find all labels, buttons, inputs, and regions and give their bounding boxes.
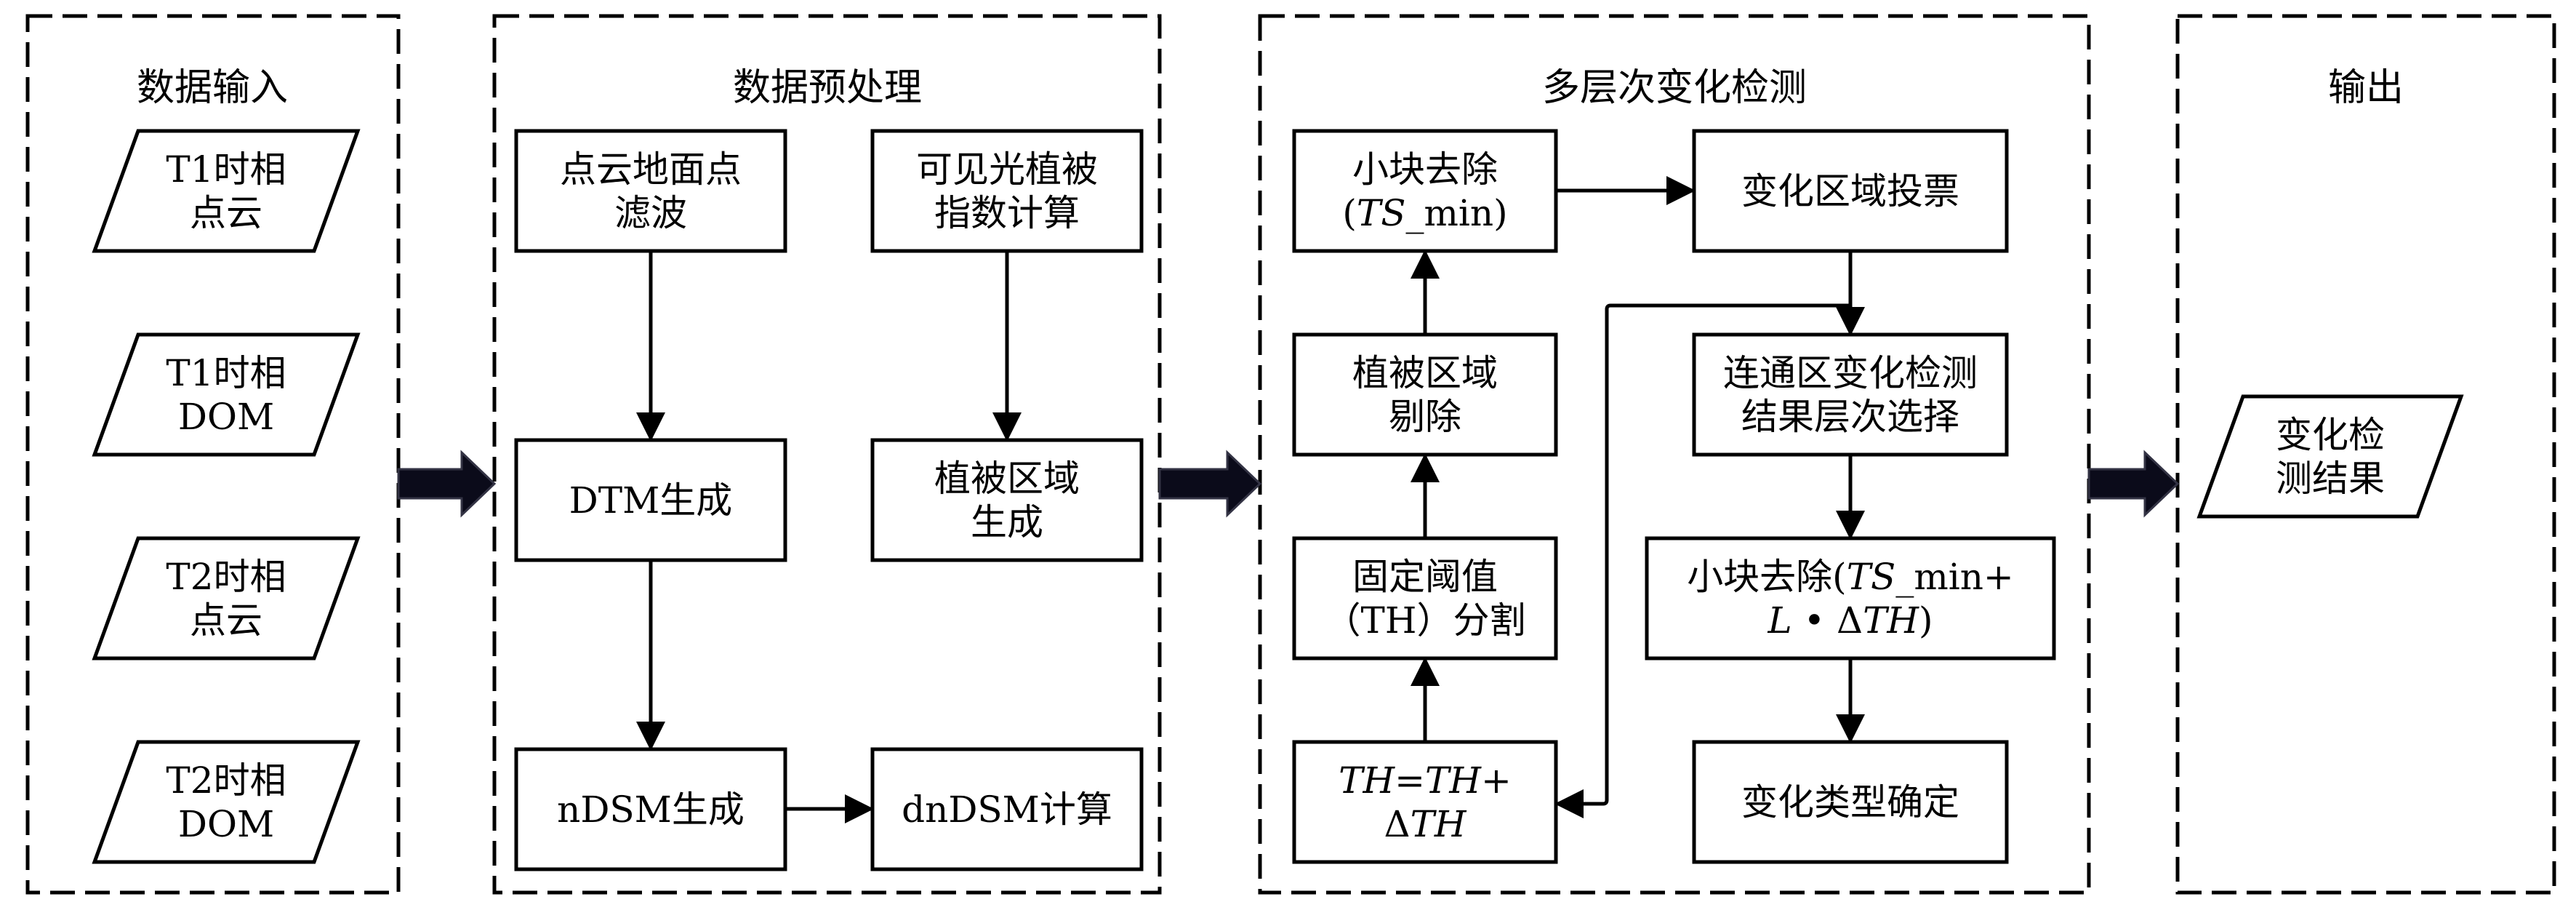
node-threshold: 固定阈值 （TH）分割 <box>1292 536 1558 660</box>
node-small-remove-2: 小块去除(TS_min+ L • ΔTH) <box>1645 536 2056 660</box>
output-change-result-line2: 测结果 <box>2276 458 2385 500</box>
node-conn-select: 连通区变化检测 结果层次选择 <box>1692 332 2009 457</box>
node-th-update-delta: Δ <box>1384 803 1410 845</box>
node-small-remove-line1: 小块去除 <box>1352 148 1498 191</box>
node-veg-index-line2: 指数计算 <box>934 192 1080 234</box>
node-th-update-eq: = <box>1395 759 1425 802</box>
node-dndsm-label: dnDSM计算 <box>902 789 1112 831</box>
node-threshold-line2: （TH）分割 <box>1325 599 1526 642</box>
input-t1-point-cloud-line2: 点云 <box>190 192 262 234</box>
node-th-update-th2: TH <box>1425 759 1482 802</box>
input-t2-dom-line2: DOM <box>178 803 274 845</box>
node-vote-label: 变化区域投票 <box>1741 170 1959 212</box>
node-small-remove-open: ( <box>1342 192 1357 234</box>
node-th-update-line2: ΔTH <box>1384 803 1466 845</box>
input-t1-point-cloud-line1: T1时相 <box>166 148 286 191</box>
node-vote: 变化区域投票 <box>1692 129 2009 253</box>
stage-input: 数据输入 <box>25 14 401 895</box>
node-veg-remove-line2: 剔除 <box>1389 396 1461 438</box>
node-th-update-th3: TH <box>1411 803 1467 845</box>
node-conn-select-line2: 结果层次选择 <box>1741 396 1959 438</box>
node-type-confirm: 变化类型确定 <box>1692 740 2009 864</box>
node-veg-remove-line1: 植被区域 <box>1352 352 1498 394</box>
stage-detect-title: 多层次变化检测 <box>1542 66 1807 110</box>
stage-output: 输出 <box>2175 14 2556 895</box>
node-th-update-plus: + <box>1481 759 1512 802</box>
stage-preprocess-title: 数据预处理 <box>733 66 922 110</box>
node-veg-index: 可见光植被 指数计算 <box>870 129 1144 253</box>
node-veg-region: 植被区域 生成 <box>870 438 1144 562</box>
node-dtm-label: DTM生成 <box>569 479 733 522</box>
node-small-remove-2-mid: • Δ <box>1792 599 1863 642</box>
node-veg-region-line2: 生成 <box>971 501 1043 543</box>
stage-detect: 多层次变化检测 <box>1258 14 2091 895</box>
input-t1-dom-line1: T1时相 <box>166 352 286 394</box>
node-veg-region-line1: 植被区域 <box>934 458 1080 500</box>
stage-preprocess: 数据预处理 <box>492 14 1162 895</box>
node-ground-filter-line1: 点云地面点 <box>560 148 742 191</box>
node-small-remove: 小块去除 (TS_min) <box>1292 129 1558 253</box>
edge-feedback-loop <box>1554 303 1850 818</box>
input-t2-dom-line1: T2时相 <box>166 759 286 802</box>
node-th-update-line1: TH=TH+ <box>1339 759 1512 802</box>
node-small-remove-2-a: 小块去除( <box>1687 556 1847 598</box>
node-ground-filter: 点云地面点 滤波 <box>514 129 787 253</box>
input-t2-point-cloud-line1: T2时相 <box>166 556 286 598</box>
node-small-remove-2-b: _min+ <box>1895 556 2014 598</box>
stage-arrow-3 <box>2087 450 2180 518</box>
output-change-result-line1: 变化检 <box>2276 414 2385 456</box>
node-ndsm-label: nDSM生成 <box>557 789 745 831</box>
node-small-remove-rest: _min) <box>1406 192 1508 234</box>
node-small-remove-ts: TS <box>1357 192 1406 234</box>
input-t2-dom: T2时相 DOM <box>92 740 361 864</box>
node-veg-index-line1: 可见光植被 <box>916 148 1098 191</box>
stage-input-title: 数据输入 <box>137 66 288 110</box>
node-th-update: TH=TH+ ΔTH <box>1292 740 1558 864</box>
output-change-result: 变化检 测结果 <box>2196 394 2464 519</box>
input-t1-dom: T1时相 DOM <box>92 332 361 457</box>
node-threshold-line1: 固定阈值 <box>1352 556 1498 598</box>
input-t1-point-cloud: T1时相 点云 <box>92 129 361 253</box>
node-small-remove-2-line1: 小块去除(TS_min+ <box>1687 556 2014 598</box>
node-dtm: DTM生成 <box>514 438 787 562</box>
node-veg-remove: 植被区域 剔除 <box>1292 332 1558 457</box>
stage-arrow-1 <box>397 450 497 518</box>
input-t2-point-cloud-line2: 点云 <box>190 599 262 642</box>
node-small-remove-line2: (TS_min) <box>1342 192 1507 234</box>
node-small-remove-2-end: ) <box>1919 599 1933 642</box>
input-t2-point-cloud: T2时相 点云 <box>92 536 361 660</box>
node-small-remove-2-th: TH <box>1863 599 1919 642</box>
node-type-confirm-label: 变化类型确定 <box>1741 781 1959 823</box>
node-ground-filter-line2: 滤波 <box>614 192 687 234</box>
node-small-remove-2-line2: L • ΔTH) <box>1767 599 1933 642</box>
node-small-remove-2-ts: TS <box>1847 556 1896 598</box>
stage-output-title: 输出 <box>2328 66 2404 110</box>
node-th-update-th1: TH <box>1339 759 1395 802</box>
node-small-remove-2-l: L <box>1767 599 1791 642</box>
node-ndsm: nDSM生成 <box>514 747 787 871</box>
input-t1-dom-line2: DOM <box>178 396 274 438</box>
node-conn-select-line1: 连通区变化检测 <box>1723 352 1978 394</box>
stage-arrow-2 <box>1158 450 1262 518</box>
node-dndsm: dnDSM计算 <box>870 747 1144 871</box>
